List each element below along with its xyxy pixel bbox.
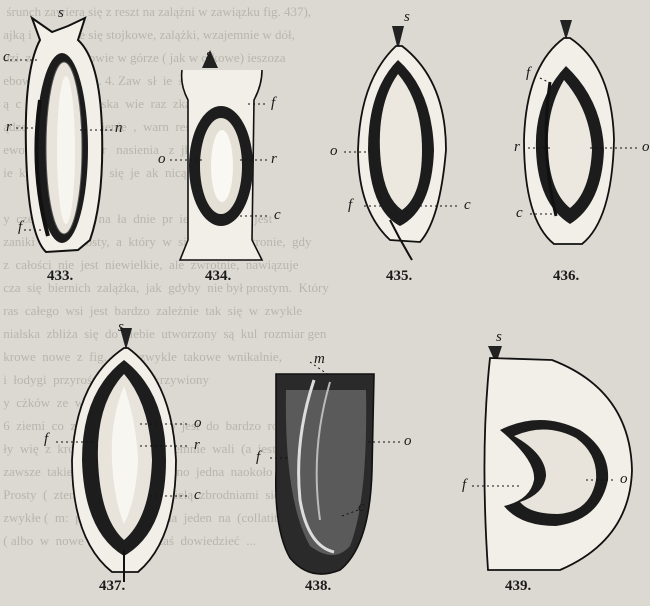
label-o: o — [158, 152, 166, 167]
figure-436: f r o c — [490, 10, 650, 270]
caption-439: 439. — [505, 578, 531, 595]
label-c: c — [358, 500, 365, 515]
label-o: o — [330, 144, 338, 159]
figure-438: m f o c — [250, 350, 430, 590]
figure-437-drawing — [20, 320, 210, 590]
label-s: s — [118, 320, 124, 335]
label-f: f — [462, 478, 466, 493]
caption-438: 438. — [305, 578, 331, 595]
label-s: s — [206, 48, 212, 63]
label-o: o — [194, 416, 202, 431]
figure-437: s f o r c — [20, 320, 210, 590]
label-m: m — [314, 352, 325, 367]
caption-434: 434. — [205, 268, 231, 285]
caption-437: 437. — [99, 578, 125, 595]
label-n: n — [115, 121, 123, 136]
label-f: f — [18, 220, 22, 235]
label-o: o — [404, 434, 412, 449]
label-c: c — [516, 206, 523, 221]
label-r: r — [514, 140, 520, 155]
label-f: f — [526, 66, 530, 81]
figure-433-drawing — [0, 0, 140, 300]
label-f: f — [256, 450, 260, 465]
label-c: c — [194, 488, 201, 503]
label-f: f — [271, 96, 275, 111]
label-r: r — [194, 438, 200, 453]
label-r: r — [271, 152, 277, 167]
caption-433: 433. — [47, 268, 73, 285]
figure-435-drawing — [320, 10, 490, 270]
label-s: s — [404, 10, 410, 25]
caption-436: 436. — [553, 268, 579, 285]
figure-439-drawing — [460, 330, 650, 580]
label-c: c — [3, 50, 10, 65]
label-f: f — [348, 198, 352, 213]
label-c: c — [464, 198, 471, 213]
label-s: s — [58, 6, 64, 21]
label-o: o — [620, 472, 628, 487]
label-f: f — [44, 432, 48, 447]
label-s: s — [496, 330, 502, 345]
figure-433: s c r n f — [0, 0, 140, 300]
figure-438-drawing — [250, 350, 430, 590]
caption-435: 435. — [386, 268, 412, 285]
figure-439: s f o — [460, 330, 650, 580]
label-c: c — [274, 208, 281, 223]
figure-434: s f o r c — [140, 40, 300, 280]
label-o: o — [642, 140, 650, 155]
label-r: r — [6, 120, 12, 135]
figure-435: s o f c — [320, 10, 490, 270]
